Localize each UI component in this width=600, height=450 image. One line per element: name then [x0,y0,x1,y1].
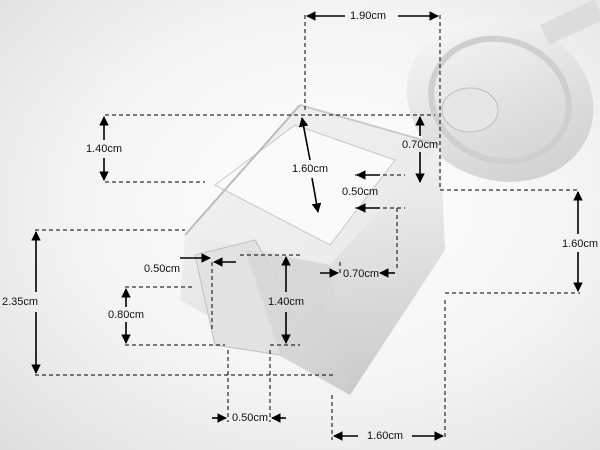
stem-disc [406,0,600,182]
dimension-arrows [31,11,583,441]
dim-inner-height: 1.40cm [268,296,305,308]
dim-right-small: 0.70cm [402,139,439,151]
dim-bottom-notch: 0.50cm [232,412,269,424]
dim-slot-depth: 0.50cm [342,186,379,198]
guide-lines [35,15,580,440]
dim-notch-left: 0.50cm [144,263,181,275]
dim-hole-width: 1.60cm [292,163,329,175]
dim-lower-height: 0.80cm [108,309,145,321]
dim-overall-height: 2.35cm [2,296,39,308]
dim-bottom-width: 1.60cm [367,430,404,442]
dim-right-height: 1.60cm [562,238,599,250]
dim-middle-slot: 0.70cm [343,268,380,280]
dim-cube-height-left: 1.40cm [86,143,123,155]
dim-top-width: 1.90cm [350,10,387,22]
